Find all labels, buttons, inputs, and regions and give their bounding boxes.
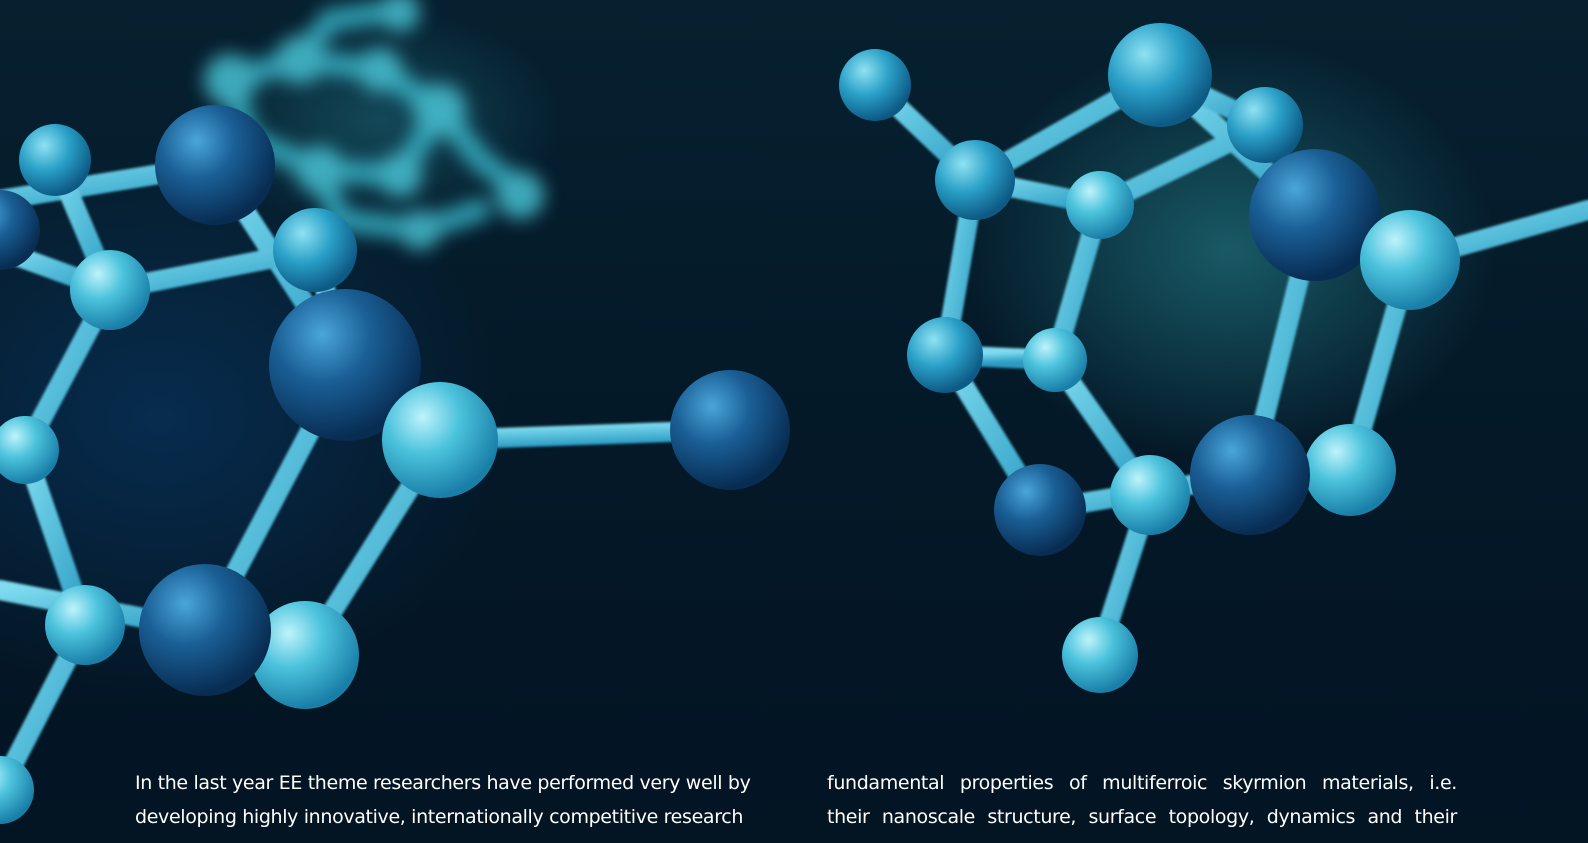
right-molecule — [839, 23, 1588, 693]
paragraph-line: fundamental properties of multiferroic s… — [827, 772, 1457, 794]
left-molecule — [0, 105, 790, 824]
article-text-right-column: fundamental properties of multiferroic s… — [827, 766, 1457, 834]
paragraph-line: their nanoscale structure, surface topol… — [827, 806, 1457, 828]
paragraph-line: In the last year EE theme researchers ha… — [135, 772, 751, 794]
article-text-left-column: In the last year EE theme researchers ha… — [135, 766, 767, 834]
paragraph-line: developing highly innovative, internatio… — [135, 806, 744, 828]
